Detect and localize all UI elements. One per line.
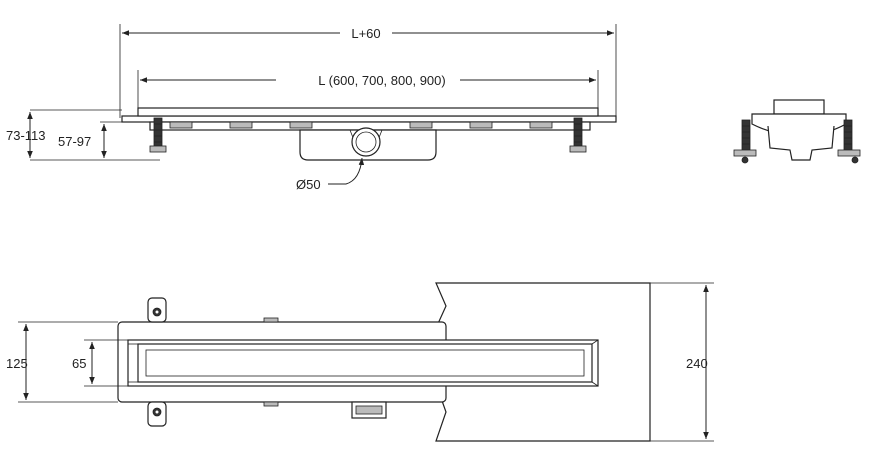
- corner-line: [591, 339, 599, 345]
- side-view: L+60 L (600, 700, 800, 900): [6, 24, 617, 192]
- bracket: [469, 121, 493, 129]
- width-channel-label: 65: [72, 356, 86, 371]
- height-inner-label: 57-97: [58, 134, 91, 149]
- bracket: [529, 121, 553, 129]
- corner-line: [591, 381, 599, 387]
- width-membrane-label: 240: [686, 356, 708, 371]
- bracket: [289, 121, 313, 129]
- grate-insert: [145, 349, 585, 377]
- end-trap: [767, 125, 835, 161]
- adjustable-leg-left: [149, 117, 167, 153]
- tab: [263, 317, 279, 323]
- end-view: [733, 99, 861, 164]
- tab: [263, 401, 279, 407]
- bracket: [169, 121, 193, 129]
- height-outer-label: 73-113: [6, 128, 46, 143]
- leg-bracket-bottom: [147, 401, 167, 427]
- length-options-label: L (600, 700, 800, 900): [318, 73, 445, 88]
- outlet-leader-line: [328, 157, 365, 185]
- outlet-plan-inner: [355, 405, 383, 415]
- outlet-diameter-label: Ø50: [296, 177, 321, 192]
- adjustable-leg-right: [569, 117, 587, 153]
- bracket: [229, 121, 253, 129]
- end-leg-left: [733, 119, 757, 164]
- outlet-pipe-inner: [355, 131, 377, 153]
- end-grate: [773, 99, 825, 115]
- leg-bracket-top: [147, 297, 167, 323]
- plan-view: 125 65 240: [6, 282, 714, 442]
- bracket: [409, 121, 433, 129]
- overall-length-label: L+60: [351, 26, 380, 41]
- drain-grate: [137, 107, 599, 117]
- drain-flange: [121, 115, 617, 123]
- end-leg-right: [837, 119, 861, 164]
- width-total-label: 125: [6, 356, 28, 371]
